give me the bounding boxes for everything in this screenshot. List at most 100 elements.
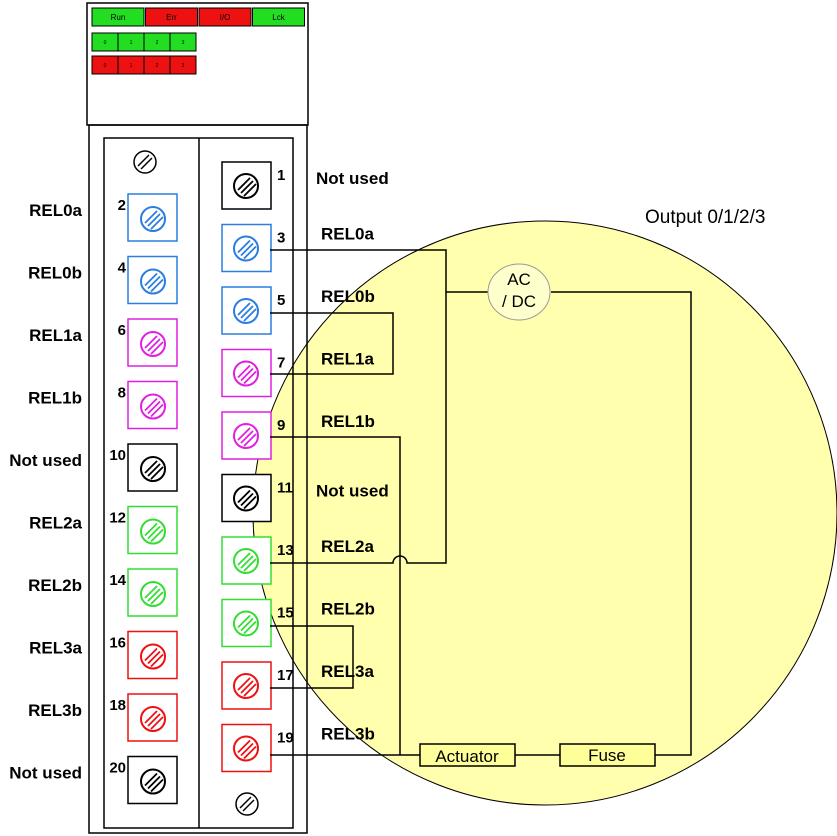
terminal-label: REL0b [321,287,375,306]
jumper-rel0b-rel1a [270,312,394,375]
status-led-label: Lck [272,13,285,22]
output-title: Output 0/1/2/3 [645,207,765,228]
wire-rel1b [270,436,401,755]
red-led-row: 0 1 2 3 [91,55,197,75]
left-terminal-10: 10 Not used [9,443,178,492]
terminal-label: REL0a [29,201,82,220]
red-led-label: 2 [156,63,159,69]
terminal-label: REL2a [321,537,374,556]
green-led-1: 1 [117,32,145,52]
right-terminal-7: 7 REL1a [221,348,374,398]
fuse-box: Fuse [559,743,656,767]
wire-rel2a [270,292,447,564]
actuator-label: Actuator [435,747,499,766]
red-led-0: 0 [91,55,119,75]
terminal-label: REL3a [321,662,374,681]
terminal-number: 10 [109,447,126,464]
terminal-label: REL2b [28,576,82,595]
left-terminal-12: 12 REL2a [29,505,178,555]
right-terminal-15: 15 REL2b [221,598,375,648]
terminal-label: REL2b [321,600,375,619]
red-led-label: 3 [182,63,185,69]
green-led-0: 0 [91,32,119,52]
status-led-label: I/O [220,13,231,22]
left-terminal-18: 18 REL3b [28,693,178,742]
bottom-screw [235,792,259,816]
terminal-label: Not used [9,764,82,783]
terminal-number: 2 [118,197,126,214]
green-led-label: 3 [182,40,185,46]
ac-dc-line2: / DC [502,292,536,311]
green-led-row: 0 1 2 3 [91,32,197,52]
terminal-number: 7 [277,355,285,372]
right-terminal-17: 17 REL3a [221,661,374,710]
terminal-label: REL1a [321,350,374,369]
status-led-io: I/O [198,7,252,27]
green-led-3: 3 [169,32,197,52]
actuator-box: Actuator [419,743,516,767]
terminal-number: 12 [109,510,126,527]
terminal-number: 11 [277,480,293,497]
red-led-label: 0 [104,63,107,69]
right-terminal-11: 11 Not used [221,473,389,523]
terminal-label: REL1b [28,389,82,408]
terminal-label: REL2a [29,514,82,533]
status-led-err: Err [145,7,198,27]
terminal-number: 16 [109,635,126,652]
terminal-label: Not used [9,451,82,470]
terminal-label: REL1b [321,412,375,431]
module-terminal-block [88,124,308,834]
terminal-number: 14 [109,572,126,589]
status-led-label: Err [166,13,177,22]
ac-dc-source: AC / DC [487,263,551,321]
terminal-number: 15 [277,605,294,622]
terminal-label: REL3b [28,701,82,720]
terminal-number: 9 [277,417,285,434]
terminal-number: 18 [109,697,126,714]
right-terminal-5: 5 REL0b [221,286,375,335]
left-terminal-20: 20 Not used [9,755,178,805]
wiring [270,249,692,756]
terminal-number: 17 [277,667,294,684]
terminal-number: 6 [118,322,126,339]
fuse-label: Fuse [588,746,626,765]
green-led-label: 0 [104,40,107,46]
output-highlight-circle [252,220,837,806]
left-terminal-16: 16 REL3a [29,630,178,680]
red-led-1: 1 [117,55,145,75]
terminal-number: 13 [277,542,294,559]
red-led-2: 2 [143,55,171,75]
right-terminal-9: 9 REL1b [221,411,375,460]
terminal-label: Not used [316,482,389,501]
status-led-row: Run Err I/O Lck [91,7,305,27]
green-led-label: 1 [130,40,133,46]
ac-dc-line1: AC [507,270,531,289]
green-led-label: 2 [156,40,159,46]
terminal-label: REL0b [28,264,82,283]
wire-rel0a [270,249,488,293]
terminal-label: REL3b [321,725,375,744]
terminal-number: 3 [277,230,285,247]
red-led-label: 1 [130,63,133,69]
top-screw [133,150,157,174]
status-led-run: Run [91,7,145,27]
terminal-number: 19 [277,730,294,747]
terminal-number: 20 [109,760,126,777]
red-led-3: 3 [169,55,197,75]
left-terminal-4: 4 REL0b [28,255,178,305]
terminal-number: 4 [118,260,127,277]
terminal-label: REL3a [29,639,82,658]
green-led-2: 2 [143,32,171,52]
status-led-label: Run [111,13,126,22]
jumper-rel2b-rel3a [270,625,354,689]
wire-acdc-to-fuse [551,291,692,756]
right-terminal-19: 19 REL3b [221,723,375,773]
terminal-number: 5 [277,292,285,309]
terminal-number: 1 [277,167,285,184]
